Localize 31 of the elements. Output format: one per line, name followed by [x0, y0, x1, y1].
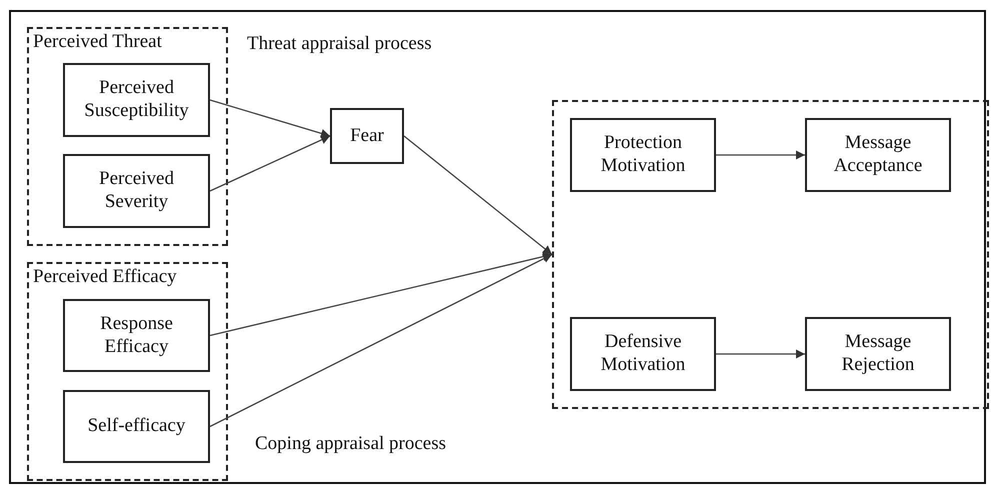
group-heading: Perceived Efficacy — [33, 266, 177, 288]
arrow — [210, 135, 330, 192]
concept-box — [63, 154, 210, 228]
box-label: Self-efficacy — [86, 415, 186, 438]
box-label: Message Acceptance — [832, 132, 924, 178]
concept-box — [805, 317, 951, 391]
arrow — [210, 99, 330, 138]
box-label: Fear — [349, 124, 385, 148]
concept-box — [63, 63, 210, 137]
box-label: Perceived Severity — [98, 168, 175, 214]
dashed-group-box — [27, 262, 228, 481]
box-label: Perceived Susceptibility — [83, 77, 190, 123]
arrow — [716, 150, 805, 160]
concept-box — [570, 317, 716, 391]
dashed-group-box — [27, 27, 228, 246]
concept-box — [330, 108, 404, 164]
arrow — [716, 350, 805, 358]
dashed-group-box — [552, 100, 989, 409]
arrow — [210, 254, 552, 428]
concept-box — [570, 118, 716, 192]
arrow — [210, 252, 552, 336]
concept-box — [805, 118, 951, 192]
box-label: Response Efficacy — [99, 312, 174, 358]
concept-box — [63, 299, 210, 372]
concept-box — [63, 390, 210, 463]
box-label: Message Rejection — [840, 331, 916, 377]
box-label: Defensive Motivation — [600, 331, 686, 377]
process-label: Threat appraisal process — [247, 33, 432, 55]
box-label: Protection Motivation — [600, 132, 686, 178]
process-label: Coping appraisal process — [255, 433, 446, 455]
arrow — [404, 136, 552, 255]
